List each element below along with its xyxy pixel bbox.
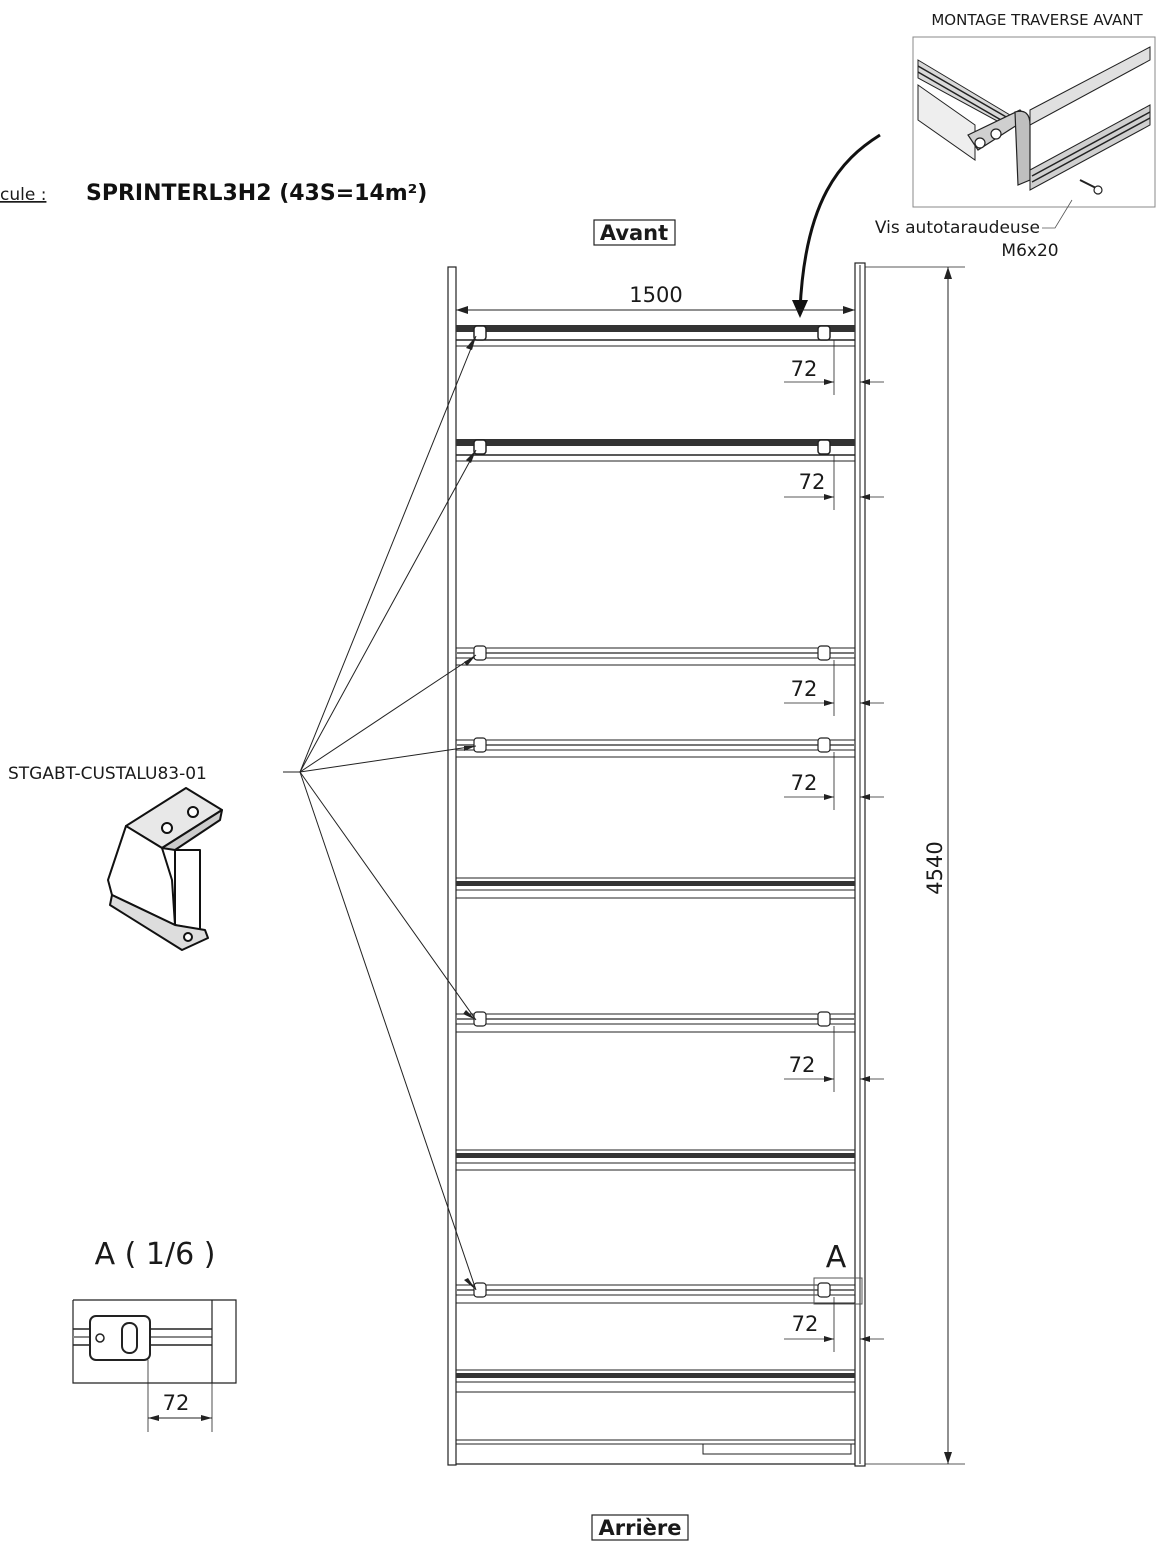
offset-dim-2	[784, 455, 884, 510]
crossbar-5	[456, 1011, 855, 1033]
detail-view	[72, 1299, 237, 1432]
screw-label-line2: M6x20	[1001, 241, 1058, 261]
offset-value-2: 72	[799, 470, 826, 494]
detail-arrow-head	[792, 300, 808, 318]
offset-dim-1	[784, 340, 884, 395]
offset-value-4: 72	[791, 771, 818, 795]
detail-title: A ( 1/6 )	[95, 1237, 216, 1272]
front-label-box	[593, 219, 676, 246]
crossbar-4	[456, 737, 855, 758]
screw-label-line1: Vis autotaraudeuse	[875, 218, 1040, 238]
offset-dim-3	[784, 660, 884, 716]
offset-value-3: 72	[791, 677, 818, 701]
part-reference: STGABT-CUSTALU83-01	[8, 764, 207, 784]
offset-value-5: 72	[789, 1053, 816, 1077]
crossbar-6	[456, 1277, 863, 1305]
part-leader-arrows	[463, 336, 476, 1290]
detail-arrow	[798, 133, 881, 311]
length-value: 4540	[923, 841, 947, 894]
detail-offset-value: 72	[163, 1391, 190, 1415]
crossbar-plain-1	[456, 877, 855, 899]
floor-frame	[447, 262, 866, 1467]
vehicle-label-prefix: cule :	[0, 185, 46, 205]
crossbar-plain-2	[456, 1149, 855, 1171]
offset-value-6: 72	[792, 1312, 819, 1336]
length-dimension	[865, 266, 965, 1465]
offset-dim-4	[784, 752, 884, 810]
offset-dim-5	[784, 1026, 884, 1092]
offset-dim-6	[784, 1297, 884, 1352]
crossbar-1	[456, 325, 855, 347]
crossbar-plain-3	[456, 1369, 855, 1393]
rear-label: Arrière	[598, 1516, 681, 1540]
inset-drawing	[912, 36, 1156, 208]
crossbar-3	[456, 645, 855, 666]
inset-title: MONTAGE TRAVERSE AVANT	[931, 11, 1143, 29]
width-dimension	[456, 306, 855, 314]
front-label: Avant	[600, 221, 668, 245]
bracket-illustration	[107, 787, 223, 951]
part-leaders	[283, 335, 477, 1291]
width-value: 1500	[629, 283, 682, 307]
detail-marker: A	[826, 1240, 847, 1275]
crossbar-2	[456, 439, 855, 462]
vehicle-title: SPRINTERL3H2 (43S=14m²)	[86, 181, 427, 206]
offset-value-1: 72	[791, 357, 818, 381]
rear-label-box	[591, 1514, 689, 1541]
screw-leader	[1042, 199, 1073, 229]
